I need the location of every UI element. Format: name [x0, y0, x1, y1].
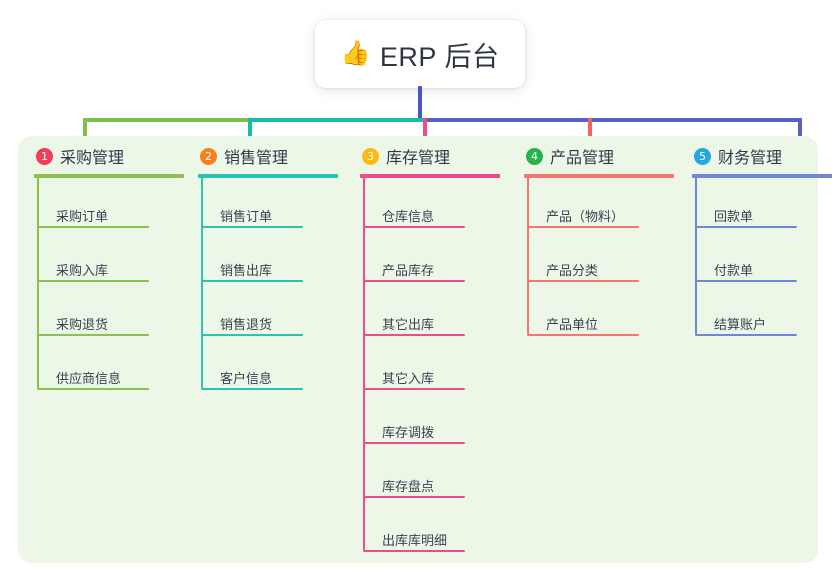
connector-bar-right — [423, 118, 802, 122]
branch-number-badge: 1 — [36, 147, 53, 165]
branch-underline — [524, 174, 674, 178]
list-item-rule — [695, 226, 797, 228]
list-item[interactable]: 供应商信息 — [56, 371, 122, 386]
branch-items: 采购订单采购入库采购退货供应商信息 — [34, 178, 184, 394]
branch-header[interactable]: 1 采购管理 — [34, 143, 184, 169]
list-item[interactable]: 产品（物料） — [546, 209, 625, 224]
list-item-rule — [37, 334, 149, 336]
root-node-card[interactable]: 👍 ERP 后台 — [315, 20, 525, 88]
list-item-rule — [363, 388, 465, 390]
branches-panel — [18, 136, 818, 563]
branch-stem — [527, 178, 529, 334]
connector-bar-left — [83, 118, 252, 122]
list-item-rule — [363, 280, 465, 282]
branch-underline — [692, 174, 832, 178]
list-item[interactable]: 采购订单 — [56, 209, 109, 224]
branch-column-产品管理: 4 产品管理产品（物料） 产品分类产品单位 — [524, 143, 674, 340]
list-item[interactable]: 销售退货 — [220, 317, 273, 332]
branch-header[interactable]: 2 销售管理 — [198, 143, 338, 169]
list-item[interactable]: 客户信息 — [220, 371, 273, 386]
list-item[interactable]: 产品单位 — [546, 317, 599, 332]
branch-underline — [198, 174, 338, 178]
list-item-rule — [201, 388, 303, 390]
list-item[interactable]: 其它入库 — [382, 371, 435, 386]
list-item[interactable]: 库存调拨 — [382, 425, 435, 440]
connector-bar-mid — [248, 118, 427, 122]
branch-title: 库存管理 — [386, 150, 451, 167]
branch-number-badge: 4 — [526, 147, 543, 165]
branch-stem — [695, 178, 697, 334]
branch-title: 财务管理 — [718, 150, 783, 167]
list-item[interactable]: 其它出库 — [382, 317, 435, 332]
list-item[interactable]: 结算账户 — [714, 317, 767, 332]
branch-header[interactable]: 3 库存管理 — [360, 143, 500, 169]
list-item-rule — [37, 226, 149, 228]
connector-trunk — [418, 86, 422, 120]
list-item-rule — [363, 334, 465, 336]
list-item[interactable]: 产品分类 — [546, 263, 599, 278]
branch-title: 采购管理 — [60, 150, 125, 167]
list-item-rule — [201, 334, 303, 336]
list-item[interactable]: 库存盘点 — [382, 479, 435, 494]
list-item[interactable]: 产品库存 — [382, 263, 435, 278]
branch-number-badge: 2 — [200, 147, 217, 165]
branch-header[interactable]: 4 产品管理 — [524, 143, 674, 169]
list-item[interactable]: 采购退货 — [56, 317, 109, 332]
branch-column-销售管理: 2 销售管理销售订单销售出库销售退货客户信息 — [198, 143, 338, 394]
list-item[interactable]: 回款单 — [714, 209, 754, 224]
branch-column-库存管理: 3 库存管理仓库信息产品库存其它出库其它入库库存调拨库存盘点出库库明细 — [360, 143, 500, 556]
list-item-rule — [695, 334, 797, 336]
branch-items: 仓库信息产品库存其它出库其它入库库存调拨库存盘点出库库明细 — [360, 178, 500, 556]
list-item-rule — [527, 226, 639, 228]
branch-stem — [201, 178, 203, 388]
list-item-rule — [37, 280, 149, 282]
list-item-rule — [527, 334, 639, 336]
branch-header[interactable]: 5 财务管理 — [692, 143, 832, 169]
branch-title: 产品管理 — [550, 150, 615, 167]
list-item-rule — [363, 442, 465, 444]
branch-number-badge: 3 — [362, 147, 379, 165]
branch-stem — [37, 178, 39, 388]
list-item-rule — [527, 280, 639, 282]
branch-items: 回款单付款单结算账户 — [692, 178, 832, 340]
list-item-rule — [363, 226, 465, 228]
list-item[interactable]: 出库库明细 — [382, 533, 448, 548]
list-item[interactable]: 仓库信息 — [382, 209, 435, 224]
root-node-title: 👍 ERP 后台 — [341, 35, 500, 74]
list-item-rule — [363, 550, 465, 552]
branch-underline — [360, 174, 500, 178]
list-item[interactable]: 付款单 — [714, 263, 754, 278]
root-node-label: ERP 后台 — [379, 41, 500, 72]
branch-underline — [34, 174, 184, 178]
branch-column-财务管理: 5 财务管理回款单付款单结算账户 — [692, 143, 832, 340]
list-item-rule — [201, 226, 303, 228]
branch-items: 产品（物料） 产品分类产品单位 — [524, 178, 674, 340]
list-item-rule — [201, 280, 303, 282]
list-item[interactable]: 销售出库 — [220, 263, 273, 278]
list-item[interactable]: 销售订单 — [220, 209, 273, 224]
thumbs-up-icon: 👍 — [340, 40, 371, 67]
list-item-rule — [695, 280, 797, 282]
branch-items: 销售订单销售出库销售退货客户信息 — [198, 178, 338, 394]
branch-title: 销售管理 — [224, 150, 289, 167]
list-item-rule — [363, 496, 465, 498]
branch-stem — [363, 178, 365, 550]
list-item[interactable]: 采购入库 — [56, 263, 109, 278]
branch-column-采购管理: 1 采购管理采购订单采购入库采购退货供应商信息 — [34, 143, 184, 394]
list-item-rule — [37, 388, 149, 390]
branch-number-badge: 5 — [694, 147, 711, 165]
